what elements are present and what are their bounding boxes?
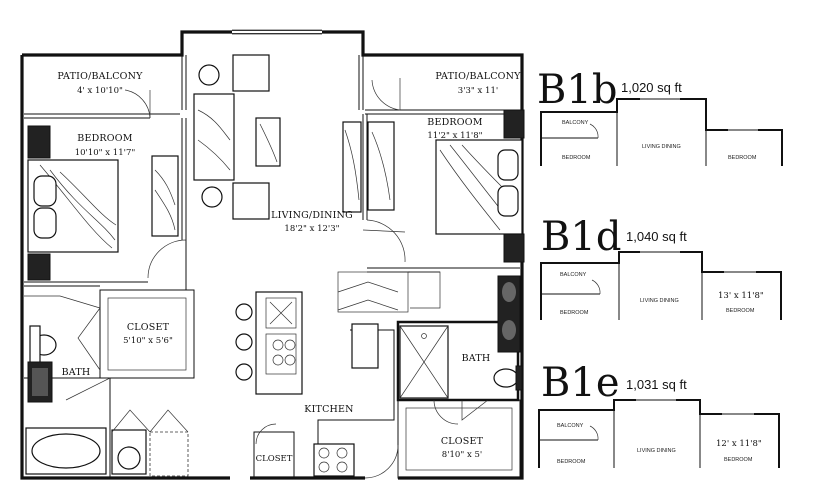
variant-living-label: LIVING DINING [642,144,681,150]
stool-1 [235,303,253,321]
variant-sqft: 1,020 sq ft [621,80,682,95]
range [313,443,355,477]
tv-console [342,121,362,213]
armchair-top [232,54,270,92]
closet-small-outline [253,431,295,479]
variant-right-room-label: BEDROOM [724,457,753,463]
patio-right-door-swing [371,79,401,111]
variant-code: B1b [537,67,617,113]
stool-2 [235,333,253,351]
toilet-right [493,368,519,388]
fridge [351,323,379,369]
nightstand-left-top [27,125,51,159]
variant-left-room-label: BEDROOM [560,310,589,316]
closet-left-label: CLOSET [127,322,170,333]
variant-living-label: LIVING DINING [637,448,676,454]
variant-left-room-label: BEDROOM [557,459,586,465]
bedroom-left-dim: 10'10" x 11'7" [75,148,136,158]
closet-left-dim: 5'10" x 5'6" [123,336,173,346]
kitchen-label: KITCHEN [304,404,353,415]
patio-left-door-swing [124,89,151,119]
variant-code: B1d [541,214,621,260]
variant-code: B1e [541,360,620,406]
variant-right-dim: 12' x 11'8" [716,439,762,449]
patio-left-label: PATIO/BALCONY [57,71,143,82]
closet-right-dim: 8'10" x 5' [442,450,482,460]
variant-right-dim: 13' x 11'8" [718,291,764,301]
closet-left-outline [99,289,195,379]
nightstand-right-bottom [503,233,525,263]
variant-right-room-label: BEDROOM [726,308,755,314]
living-dim: 18'2" x 12'3" [284,224,339,234]
bedroom-left-wall [181,118,187,240]
kitchen-island [255,291,303,395]
side-table-bottom [201,186,223,208]
variant-sqft: 1,031 sq ft [626,377,687,392]
bedroom-right-dim: 11'2" x 11'8" [427,131,482,141]
stool-3 [235,363,253,381]
bath-left-label: BATH [62,367,91,378]
patio-right-dim: 3'3" x 11' [458,86,498,96]
exterior-wall [20,30,524,480]
closet-right-outline [397,399,521,479]
closet-right-label: CLOSET [441,436,484,447]
variant-balcony-label: BALCONY [557,423,584,429]
variant-left-room-label: BEDROOM [562,155,591,161]
main-floor-plan: PATIO/BALCONY 4' x 10'10" PATIO/BALCONY … [20,29,525,480]
dresser-left [151,155,179,237]
sofa [193,93,235,181]
dresser-right [367,121,395,211]
variant-b1e: B1e 1,031 sq ft BALCONY BEDROOM LIVING D… [538,360,780,468]
living-label: LIVING/DINING [271,210,353,221]
side-table-top [198,64,220,86]
coffee-table [255,117,281,167]
patio-right-label: PATIO/BALCONY [435,71,521,82]
bedroom-left-label: BEDROOM [77,133,132,144]
variant-living-label: LIVING DINING [640,298,679,304]
nightstand-left-bottom [27,253,51,281]
armchair-bottom [232,182,270,220]
patio-left-dim: 4' x 10'10" [77,86,123,96]
kitchen-counter [317,329,395,478]
variant-b1b: B1b 1,020 sq ft BALCONY BEDROOM LIVING D… [537,67,783,166]
variant-b1d: B1d 1,040 sq ft BALCONY BEDROOM LIVING D… [540,214,782,320]
variant-sqft: 1,040 sq ft [626,229,687,244]
closet-small-label: CLOSET [256,454,293,464]
variant-right-room-label: BEDROOM [728,155,757,161]
nightstand-right-top [503,109,525,139]
bath-right-label: BATH [462,353,491,364]
variant-balcony-label: BALCONY [560,272,587,278]
variant-balcony-label: BALCONY [562,120,589,126]
washer [117,446,141,470]
bedroom-right-label: BEDROOM [427,117,482,128]
